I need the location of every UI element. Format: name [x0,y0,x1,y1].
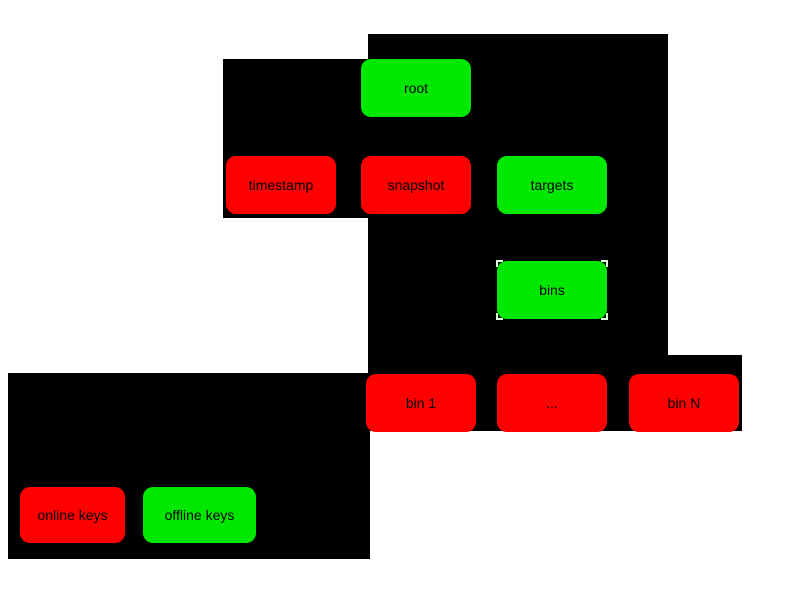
node-targets[interactable]: targets [497,156,607,214]
node-label-root: root [403,80,429,96]
node-offline-keys[interactable]: offline keys [143,487,256,543]
node-label-targets: targets [530,177,574,193]
node-bin-ellipsis[interactable]: ... [497,374,607,432]
node-bin-n[interactable]: bin N [629,374,739,432]
node-label-online-keys: online keys [37,507,108,523]
selection-handle-tl-bins[interactable] [496,260,503,267]
node-root[interactable]: root [361,59,471,117]
node-label-bin-1: bin 1 [405,395,437,411]
node-online-keys[interactable]: online keys [20,487,125,543]
node-label-offline-keys: offline keys [164,507,235,523]
selection-handle-tr-bins[interactable] [601,260,608,267]
node-snapshot[interactable]: snapshot [361,156,471,214]
selection-handle-bl-bins[interactable] [496,313,503,320]
node-label-timestamp: timestamp [248,177,314,193]
region-bin-band [368,355,742,373]
node-bin-1[interactable]: bin 1 [366,374,476,432]
node-timestamp[interactable]: timestamp [226,156,336,214]
node-label-bin-n: bin N [667,395,701,411]
node-label-snapshot: snapshot [387,177,445,193]
node-label-bins: bins [539,282,565,298]
node-bins[interactable]: bins [496,260,608,320]
selection-handle-br-bins[interactable] [601,313,608,320]
node-label-bin-ellipsis: ... [546,395,558,411]
